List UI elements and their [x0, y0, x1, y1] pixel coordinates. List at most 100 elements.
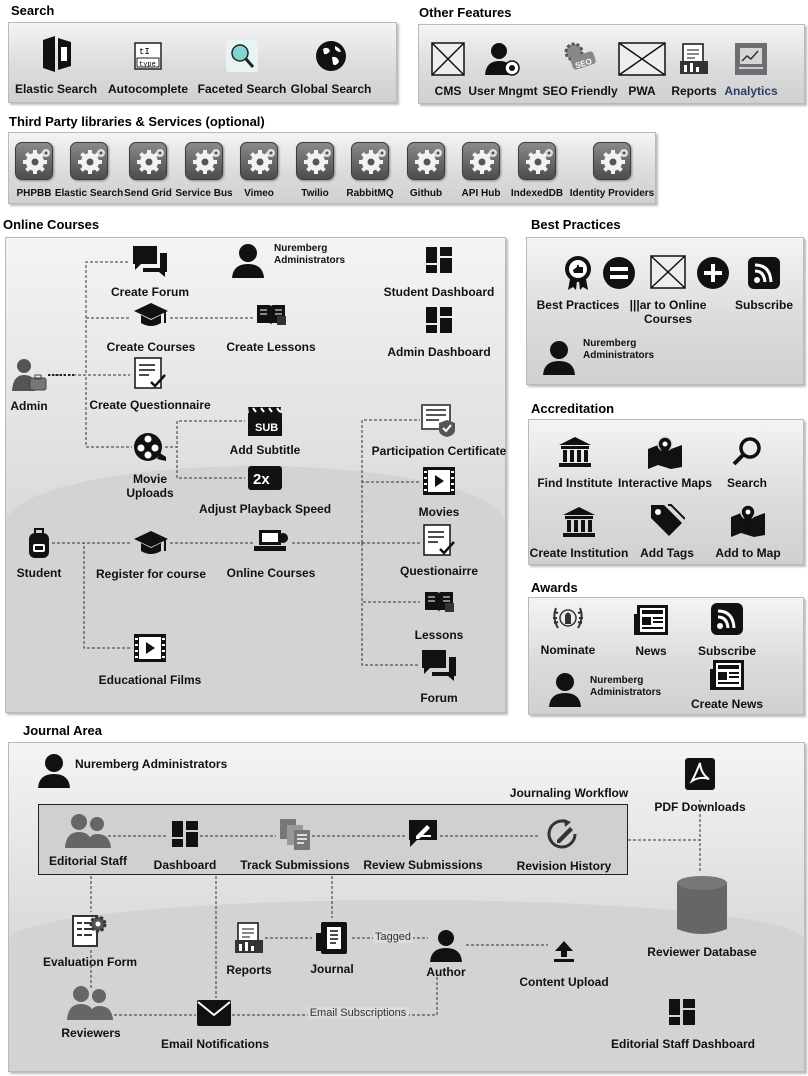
- nominate-laurel-icon: [553, 607, 583, 629]
- plus-circle-icon: [697, 257, 729, 289]
- journal-dashboard-label: Dashboard: [153, 858, 217, 872]
- analytics-label: Analytics: [724, 84, 778, 98]
- service-label: IndexedDB: [510, 188, 564, 199]
- subtitle-icon: SUB: [248, 407, 282, 436]
- seo-gear-icon: SEO: [564, 42, 596, 70]
- email-notifications-label: Email Notifications: [160, 1037, 270, 1051]
- journal-icon: [316, 922, 347, 954]
- participation-certificate-label: Participation Certificate: [371, 444, 507, 458]
- cms-placeholder-icon: [431, 42, 465, 76]
- admin-dashboard-label: Admin Dashboard: [387, 345, 491, 359]
- content-upload-label: Content Upload: [519, 975, 609, 989]
- faceted-search-icon: [226, 40, 258, 72]
- online-courses-icon: [254, 530, 288, 551]
- analytics-icon: [735, 43, 767, 75]
- service-gear-icon: [296, 142, 334, 180]
- register-for-course-label: Register for course: [95, 567, 207, 581]
- forum-label: Forum: [420, 691, 458, 705]
- autocomplete-label: Autocomplete: [107, 82, 189, 96]
- service-gear-icon: [518, 142, 556, 180]
- best-practices-admins-label: Nuremberg Administrators: [583, 338, 655, 361]
- create-institution-label: Create Institution: [529, 546, 629, 560]
- online-courses-section-title: Online Courses: [0, 217, 106, 233]
- add-tags-label: Add Tags: [640, 546, 694, 560]
- tags-icon: [651, 504, 685, 536]
- similar-placeholder-icon: [650, 255, 686, 289]
- create-forum-label: Create Forum: [110, 285, 190, 299]
- movie-reel-icon: [134, 433, 166, 461]
- reviewers-label: Reviewers: [61, 1026, 121, 1040]
- lessons-icon: [425, 592, 454, 612]
- student-backpack-icon: [29, 528, 49, 558]
- student-dashboard-icon: [426, 247, 452, 273]
- add-subtitle-label: Add Subtitle: [229, 443, 301, 457]
- educational-films-icon: [134, 634, 166, 662]
- service-label: Github: [409, 188, 443, 199]
- service-label: API Hub: [461, 188, 501, 199]
- accreditation-search-label: Search: [726, 476, 768, 490]
- add-to-map-label: Add to Map: [715, 546, 781, 560]
- journal-reports-icon: [235, 922, 263, 953]
- service-gear-icon: [70, 142, 108, 180]
- evaluation-form-label: Evaluation Form: [42, 955, 138, 969]
- pdf-download-icon: [685, 758, 715, 790]
- awards-subscribe-icon: [711, 603, 743, 635]
- service-gear-icon: [15, 142, 53, 180]
- equals-circle-icon: [603, 257, 635, 289]
- admin-dashboard-icon: [426, 307, 452, 333]
- graduation-cap-icon: [134, 303, 168, 326]
- participation-certificate-icon: [421, 404, 455, 437]
- pdf-downloads-label: PDF Downloads: [654, 800, 746, 814]
- tagged-edge-label: Tagged: [372, 931, 414, 943]
- journal-reports-label: Reports: [226, 963, 272, 977]
- news-icon: [634, 605, 668, 635]
- seo-friendly-label: SEO Friendly: [542, 84, 618, 98]
- service-gear-icon: [185, 142, 223, 180]
- awards-subscribe-label: Subscribe: [697, 644, 757, 658]
- service-gear-icon: [240, 142, 278, 180]
- third-party-section-title: Third Party libraries & Services (option…: [6, 114, 271, 130]
- add-to-map-icon: [731, 504, 765, 537]
- svg-text:tI: tI: [139, 47, 150, 57]
- journaling-workflow-box: [38, 804, 628, 875]
- revision-history-label: Revision History: [516, 859, 612, 873]
- service-label: Twilio: [301, 188, 329, 199]
- student-dashboard-label: Student Dashboard: [383, 285, 495, 299]
- reviewer-database-icon: [677, 876, 727, 934]
- reports-label: Reports: [671, 84, 717, 98]
- reviewers-icon: [67, 986, 113, 1020]
- adjust-playback-speed-label: Adjust Playback Speed: [198, 502, 332, 516]
- service-label: RabbitMQ: [346, 188, 394, 199]
- create-news-icon: [710, 660, 744, 690]
- institute-building-icon: [559, 437, 591, 467]
- register-course-cap-icon: [134, 531, 168, 554]
- elastic-search-icon: [43, 36, 71, 72]
- search-section-title: Search: [8, 3, 61, 19]
- similar-to-online-courses-label: |||ar to Online Courses: [629, 298, 707, 326]
- svg-text:type: type: [139, 61, 156, 69]
- revision-history-icon: [547, 819, 577, 849]
- reports-icon: [680, 43, 708, 74]
- journal-label: Journal: [310, 962, 354, 976]
- journal-dashboard-icon: [172, 821, 198, 847]
- email-icon: [197, 1000, 231, 1026]
- awards-section-title: Awards: [528, 580, 584, 596]
- create-questionnaire-label: Create Questionnaire: [89, 398, 211, 412]
- editorial-staff-dashboard-label: Editorial Staff Dashboard: [610, 1037, 756, 1051]
- news-label: News: [635, 644, 667, 658]
- nominate-label: Nominate: [540, 643, 596, 657]
- author-label: Author: [426, 965, 466, 979]
- pwa-placeholder-icon: [618, 42, 666, 76]
- playback-speed-badge-text: 2x: [253, 471, 270, 488]
- journal-admin-icon: [38, 754, 70, 788]
- interactive-maps-label: Interactive Maps: [617, 476, 713, 490]
- admin-user-icon: [12, 359, 47, 391]
- service-gear-icon: [462, 142, 500, 180]
- user-management-icon: [485, 43, 520, 76]
- create-forum-icon: [133, 246, 167, 277]
- best-practices-subscribe-label: Subscribe: [734, 298, 794, 312]
- content-upload-icon: [554, 941, 574, 962]
- questionnaire-result-icon: [423, 524, 455, 556]
- create-courses-label: Create Courses: [106, 340, 196, 354]
- create-institution-icon: [563, 507, 595, 537]
